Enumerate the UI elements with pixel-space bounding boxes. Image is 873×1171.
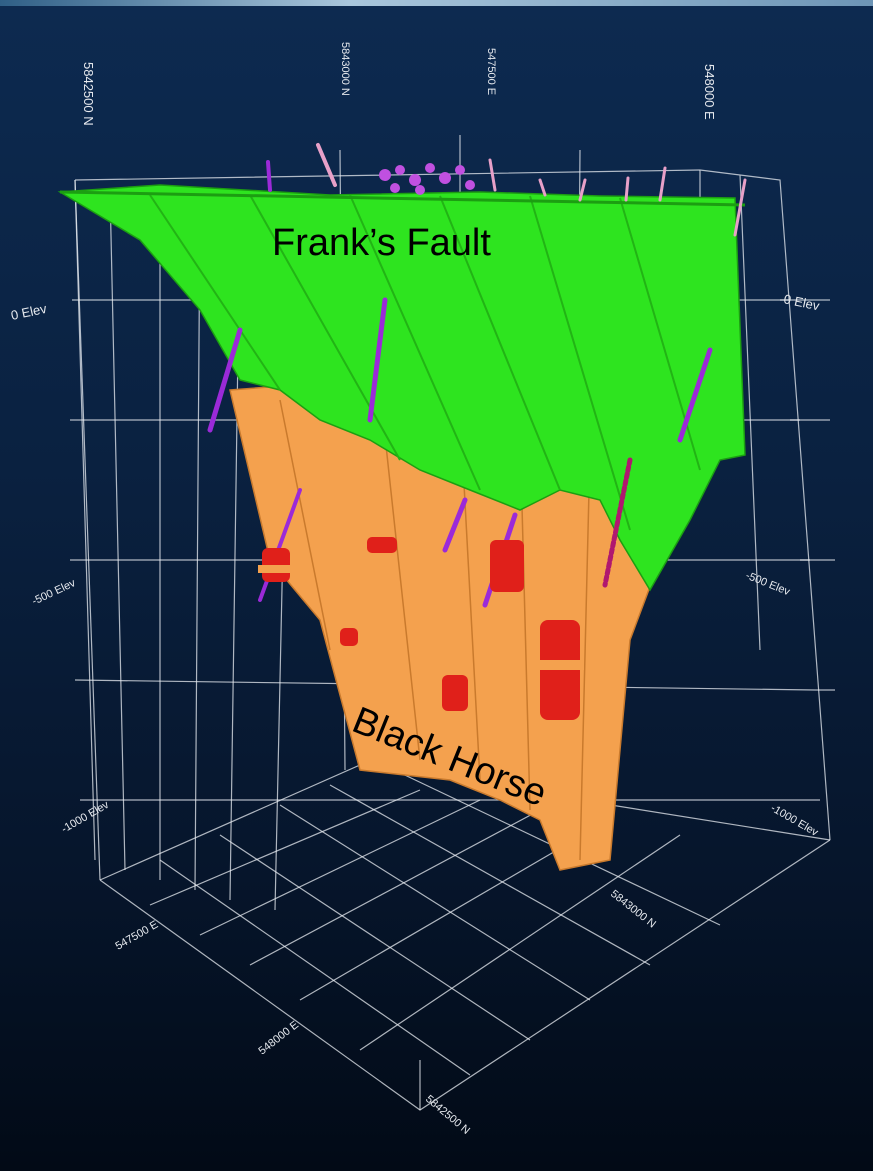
elev-label-0-left: 0 Elev <box>10 301 49 323</box>
elev-label-500-left: -500 Elev <box>30 577 78 608</box>
drillhole-traces <box>207 143 747 608</box>
axis-label-east-bottom-mid: 548000 E <box>256 1019 301 1057</box>
axis-label-north-top-mid: 5843000 N <box>339 42 351 96</box>
axis-label-east-top-right: 548000 E <box>702 64 717 120</box>
axis-label-north-bottom-right: 5843000 N <box>608 888 658 931</box>
axis-label-north-top: 5842500 N <box>81 62 96 126</box>
elev-label-1000-right: -1000 Elev <box>769 802 821 839</box>
elev-label-0-right: 0 Elev <box>782 291 821 313</box>
elev-label-1000-left: -1000 Elev <box>60 799 112 836</box>
fault-surface-franks-fault[interactable] <box>57 184 746 592</box>
top-border-rule <box>0 0 873 6</box>
label-franks-fault: Frank’s Fault <box>272 222 491 264</box>
axis-label-east-top-mid: 547500 E <box>485 48 497 95</box>
elev-label-500-right: -500 Elev <box>744 570 792 599</box>
axis-label-east-bottom-left: 547500 E <box>114 919 161 953</box>
mineralised-zones <box>258 537 584 720</box>
axis-label-north-bottom: 5842500 N <box>423 1093 472 1137</box>
